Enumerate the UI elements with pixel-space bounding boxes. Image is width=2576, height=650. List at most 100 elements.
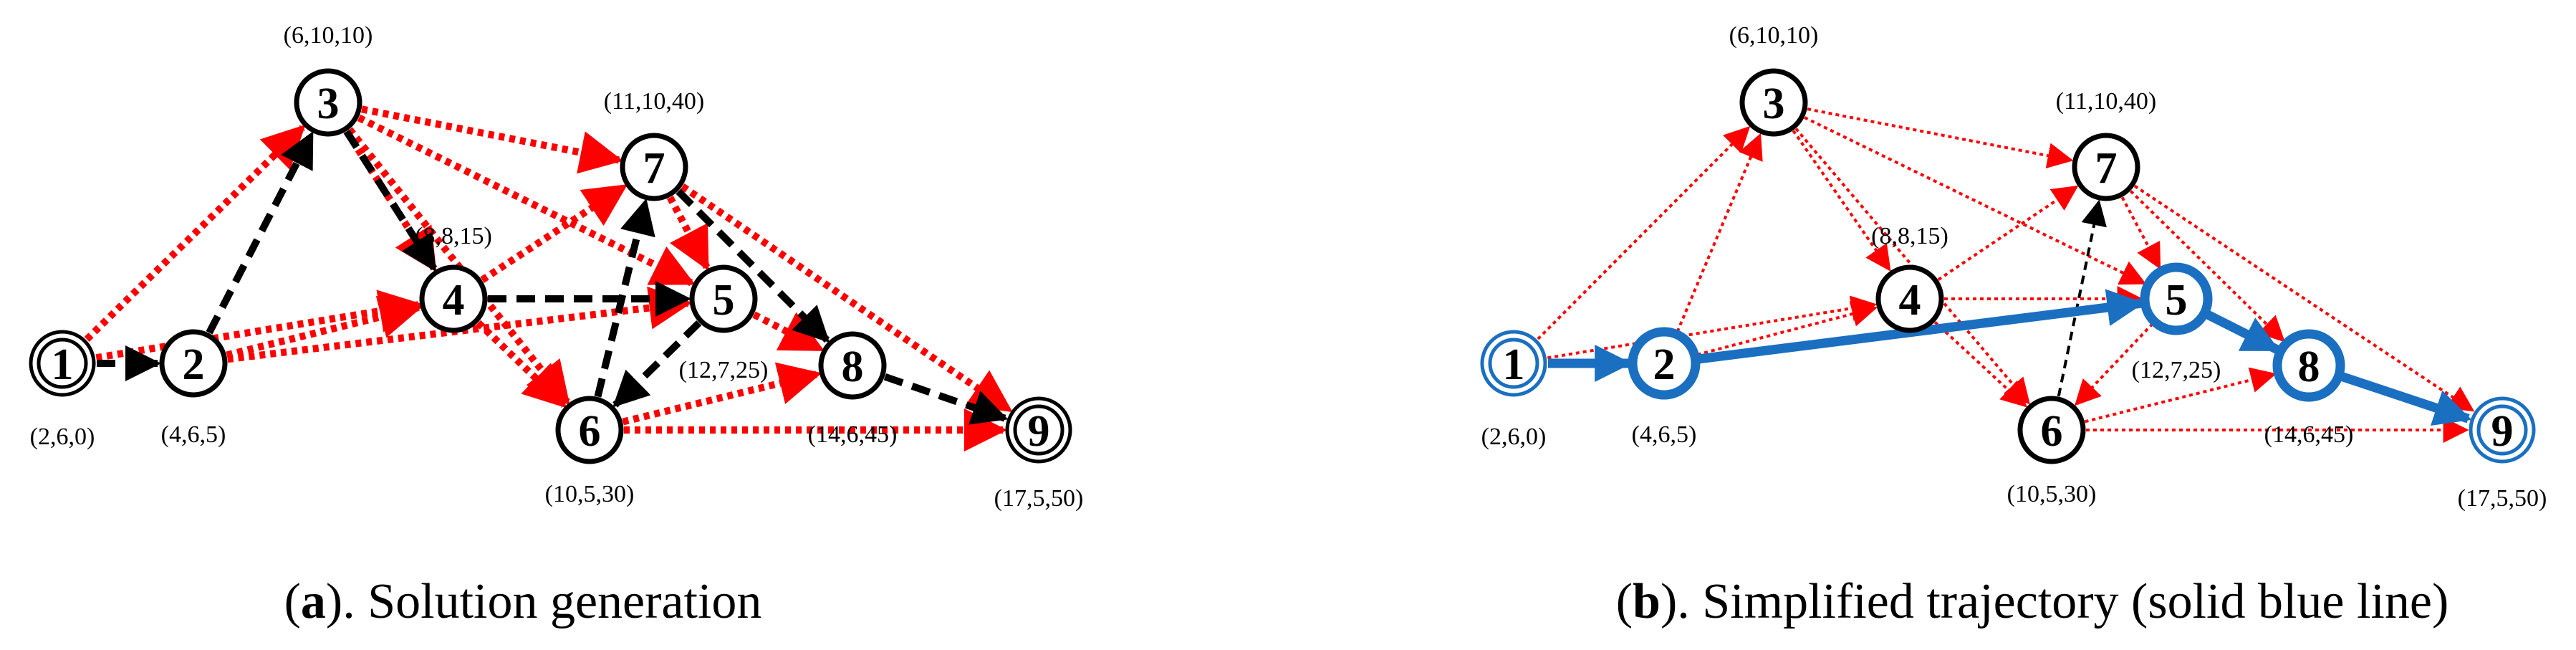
node-7: 7	[2072, 133, 2140, 201]
edge-4-to-6-red-thin	[1933, 321, 2027, 408]
edge-6-to-7-black-thin-dashed	[2057, 199, 2107, 397]
node-9: 9	[1005, 396, 1072, 464]
node-circle	[1875, 264, 1944, 333]
node-circle	[2072, 133, 2140, 201]
node-circle	[1628, 327, 1701, 400]
node-6-coordinate-label: (10,5,30)	[545, 481, 635, 507]
node-circle	[2017, 396, 2086, 464]
panel-b: 1 (2,6,0) 2 (4,6,5) 3 (6,10,10) 4 (8,8,15) 5 (12,…	[1480, 22, 2547, 629]
node-3: 3	[294, 68, 362, 137]
node-number: 2	[183, 340, 205, 389]
node-circle	[1739, 68, 1808, 137]
node-7-coordinate-label: (11,10,40)	[604, 88, 704, 115]
node-number: 9	[1028, 407, 1050, 456]
node-1: 1	[1480, 330, 1547, 397]
node-1-coordinate-label: (2,6,0)	[1481, 424, 1547, 450]
node-2-coordinate-label: (4,6,5)	[161, 421, 226, 448]
node-number: 6	[579, 407, 601, 456]
node-5: 5	[2140, 262, 2213, 335]
edge-8-to-9-blue-solid	[2340, 372, 2472, 426]
node-inner-ring	[1488, 338, 1539, 389]
node-circle	[419, 264, 488, 333]
node-circle	[159, 329, 228, 398]
node-3-coordinate-label: (6,10,10)	[284, 22, 373, 49]
node-3-coordinate-label: (6,10,10)	[1729, 22, 1819, 49]
edge-3-to-5-red-thin	[1804, 116, 2147, 285]
edge-2-to-4-red-thin	[1696, 301, 1878, 356]
node-7-coordinate-label: (11,10,40)	[2056, 88, 2156, 115]
node-1-coordinate-label: (2,6,0)	[30, 424, 95, 450]
edge-4-to-6-red-dotted	[476, 320, 567, 408]
edge-7-to-5-red-thin	[2120, 196, 2161, 270]
edge-4-to-7-red-thin	[1937, 185, 2079, 281]
node-circle	[2140, 262, 2213, 335]
node-circle	[689, 264, 758, 333]
node-9-coordinate-label: (17,5,50)	[994, 485, 1084, 512]
node-2: 2	[1628, 327, 1701, 400]
edge-6-to-7-black-dashed	[594, 198, 655, 398]
node-5-coordinate-label: (12,7,25)	[679, 357, 769, 383]
node-4: 4	[419, 264, 488, 333]
node-number: 1	[52, 340, 74, 389]
node-circle	[2272, 329, 2345, 402]
edge-3-to-4-red-dotted	[343, 129, 438, 272]
edge-2-to-4-red-dotted	[226, 295, 423, 359]
panel-a-edges	[84, 105, 1013, 451]
node-6-coordinate-label: (10,5,30)	[2007, 481, 2097, 507]
node-2: 2	[159, 329, 228, 398]
node-1: 1	[29, 330, 96, 397]
edge-1-to-4-red-thin	[1547, 295, 1878, 360]
node-number: 5	[713, 276, 735, 325]
node-8: 8	[818, 331, 887, 400]
node-number: 7	[2095, 144, 2118, 193]
node-number: 5	[2166, 276, 2188, 325]
node-6: 6	[2017, 396, 2086, 464]
edge-6-to-8-red-dotted	[622, 362, 822, 426]
edge-3-to-7-red-thin	[1807, 107, 2074, 168]
node-5: 5	[689, 264, 758, 333]
node-4-coordinate-label: (8,8,15)	[1871, 223, 1948, 249]
node-inner-ring	[2476, 404, 2528, 456]
panel-a-caption: (a). Solution generation	[284, 574, 762, 629]
edge-5-to-8-red-dotted	[752, 311, 825, 353]
node-9-coordinate-label: (17,5,50)	[2458, 485, 2547, 512]
node-circle	[818, 331, 887, 400]
node-4: 4	[1875, 264, 1944, 333]
edge-1-to-3-red-dotted	[84, 124, 306, 342]
edge-7-to-5-red-dotted	[666, 196, 711, 272]
node-inner-ring	[37, 338, 88, 389]
panel-a-nodes: 1(2,6,0)2(4,6,5)3(6,10,10)4(8,8,15)5(12,…	[29, 22, 1084, 512]
node-2-coordinate-label: (4,6,5)	[1632, 421, 1697, 448]
edge-8-to-9-black-dashed	[883, 373, 1009, 425]
node-inner-ring	[1013, 404, 1064, 456]
node-8: 8	[2272, 329, 2345, 402]
node-5-coordinate-label: (12,7,25)	[2132, 357, 2221, 383]
node-8-coordinate-label: (14,6,45)	[2264, 421, 2354, 448]
node-number: 6	[2041, 407, 2063, 456]
edge-3-to-5-red-dotted	[357, 114, 696, 287]
edge-4-to-7-red-dotted	[480, 183, 628, 283]
panel-a: 1(2,6,0)2(4,6,5)3(6,10,10)4(8,8,15)5(12,…	[29, 22, 1084, 629]
node-number: 4	[443, 276, 465, 325]
node-7: 7	[620, 133, 688, 201]
node-number: 4	[1899, 276, 1921, 325]
node-number: 3	[317, 80, 340, 128]
edge-7-to-8-black-dashed	[676, 188, 830, 343]
edge-7-to-9-red-dotted	[680, 183, 1013, 413]
node-number: 9	[2491, 407, 2514, 456]
panel-b-nodes: 1 (2,6,0) 2 (4,6,5) 3 (6,10,10) 4 (8,8,15) 5 (12,…	[1480, 22, 2547, 512]
node-3: 3	[1739, 68, 1808, 137]
node-number: 8	[2298, 343, 2320, 391]
panel-b-caption: (b). Simplified trajectory (solid blue l…	[1616, 574, 2449, 629]
node-6: 6	[555, 396, 624, 464]
edge-2-to-3-red-thin	[1676, 133, 1763, 333]
node-circle	[620, 133, 688, 201]
node-number: 1	[1503, 340, 1525, 389]
node-number: 8	[842, 343, 864, 391]
node-9: 9	[2469, 396, 2536, 464]
edge-1-to-3-red-thin	[1537, 125, 1751, 340]
edge-5-to-6-black-dashed	[612, 320, 702, 408]
edge-3-to-7-red-dotted	[361, 105, 623, 174]
edge-2-to-3-black-dashed	[206, 130, 315, 335]
